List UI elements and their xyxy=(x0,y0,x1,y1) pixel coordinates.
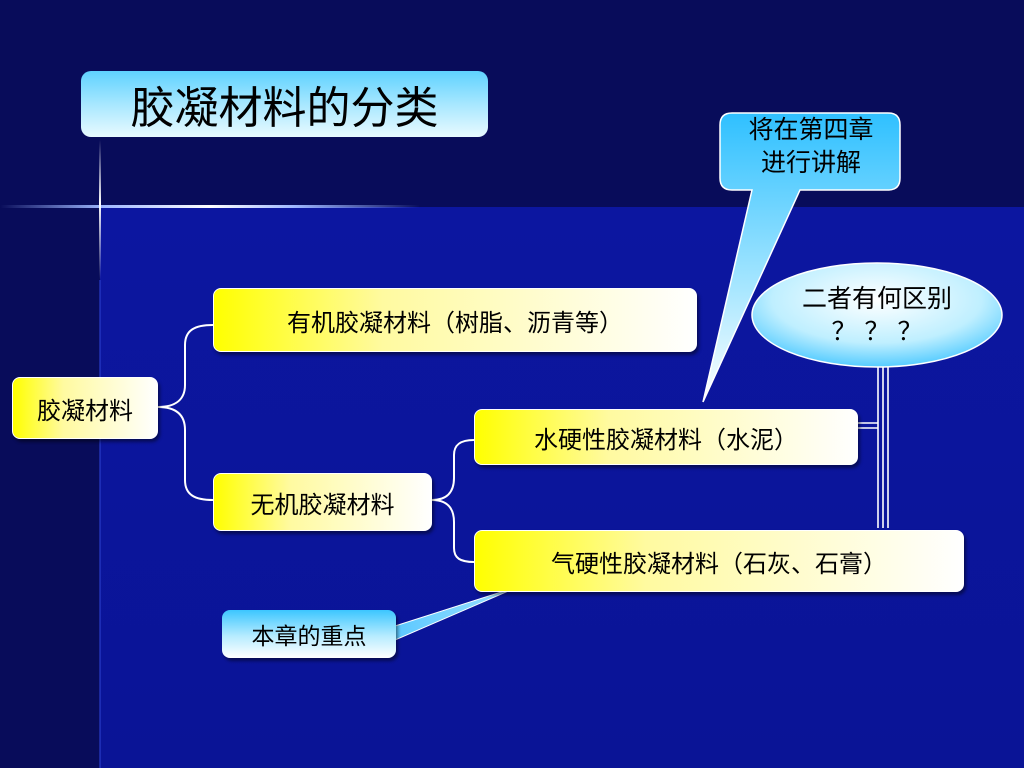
callout-chapter4: 将在第四章 进行讲解 xyxy=(722,113,900,191)
node-organic: 有机胶凝材料（树脂、沥青等） xyxy=(213,288,697,352)
callout-line-2: 进行讲解 xyxy=(760,148,861,177)
light-flare-horizontal xyxy=(0,205,420,208)
node-inorganic: 无机胶凝材料 xyxy=(213,473,432,531)
ellipse-connector xyxy=(858,367,889,528)
page-title: 胶凝材料的分类 xyxy=(81,71,488,137)
node-air-hardening: 气硬性胶凝材料（石灰、石膏） xyxy=(474,530,964,592)
background-left xyxy=(0,207,100,768)
light-flare-vertical xyxy=(99,140,101,280)
focus-note: 本章的重点 xyxy=(222,610,396,658)
question-bubble: 二者有何区别 ？ ？ ？ xyxy=(752,278,1002,364)
node-root: 胶凝材料 xyxy=(12,377,158,439)
focus-pointer-shape xyxy=(394,585,521,641)
callout-line-1: 将在第四章 xyxy=(748,115,874,144)
question-line-1: 二者有何区别 xyxy=(801,284,952,313)
node-hydraulic: 水硬性胶凝材料（水泥） xyxy=(474,409,858,465)
question-line-2: ？ ？ ？ xyxy=(831,317,923,346)
divider-vertical xyxy=(99,280,101,768)
question-ellipse-shape xyxy=(751,262,1003,368)
callout-bubble-shape xyxy=(702,112,901,403)
tree-brackets xyxy=(157,324,475,563)
